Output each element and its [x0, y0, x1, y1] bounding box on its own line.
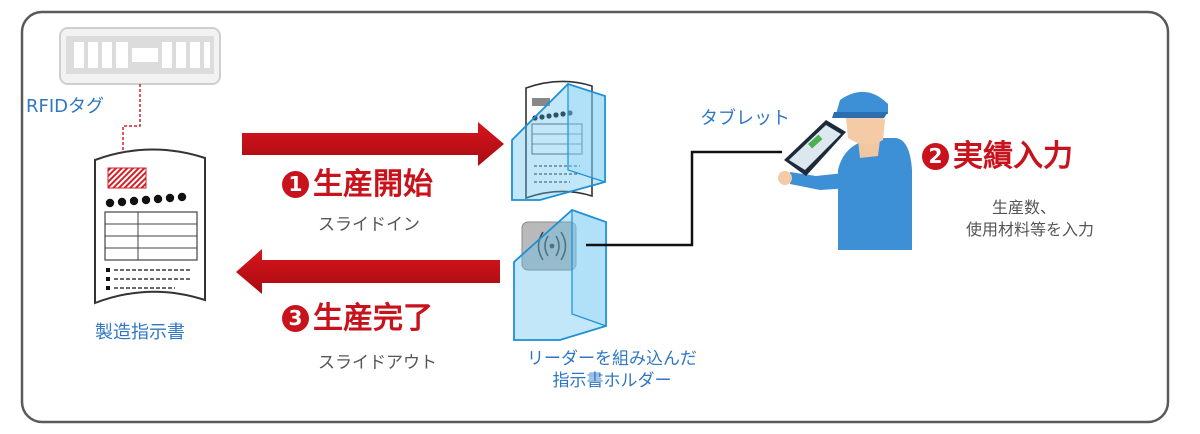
- step3-number-badge: 3: [282, 305, 309, 332]
- step2-subtitle-line2: 使用材料等を入力: [966, 220, 1095, 239]
- holder-label-line1: リーダーを組み込んだ: [527, 349, 697, 369]
- step2-subtitle-line1: 生産数、: [992, 198, 1057, 217]
- step3-title-text: 生産完了: [313, 301, 433, 336]
- rfid-tag-icon: [59, 27, 221, 85]
- reader-cable-line: [586, 150, 782, 247]
- slide-out-arrow: [236, 249, 500, 294]
- worker-with-tablet-icon: [778, 91, 912, 250]
- holder-with-document-icon: [511, 80, 606, 201]
- slide-in-arrow: [242, 122, 504, 166]
- step3-subtitle: スライドアウト: [318, 353, 437, 373]
- reader-holder-icon: [513, 208, 607, 341]
- instruction-document-label: 製造指示書: [95, 322, 185, 343]
- instruction-document-icon: [94, 148, 206, 305]
- step1-subtitle: スライドイン: [318, 215, 420, 235]
- step1-title-text: 生産開始: [313, 167, 433, 202]
- holder-label-line2: 指示書ホルダー: [552, 371, 672, 391]
- step2-number-badge: 2: [922, 143, 949, 170]
- tablet-label: タブレット: [700, 108, 790, 129]
- step2-title-text: 実績入力: [953, 139, 1073, 174]
- tag-connector-line: [122, 84, 141, 170]
- step1-number-badge: 1: [282, 171, 309, 198]
- rfid-tag-label: RFIDタグ: [26, 96, 105, 117]
